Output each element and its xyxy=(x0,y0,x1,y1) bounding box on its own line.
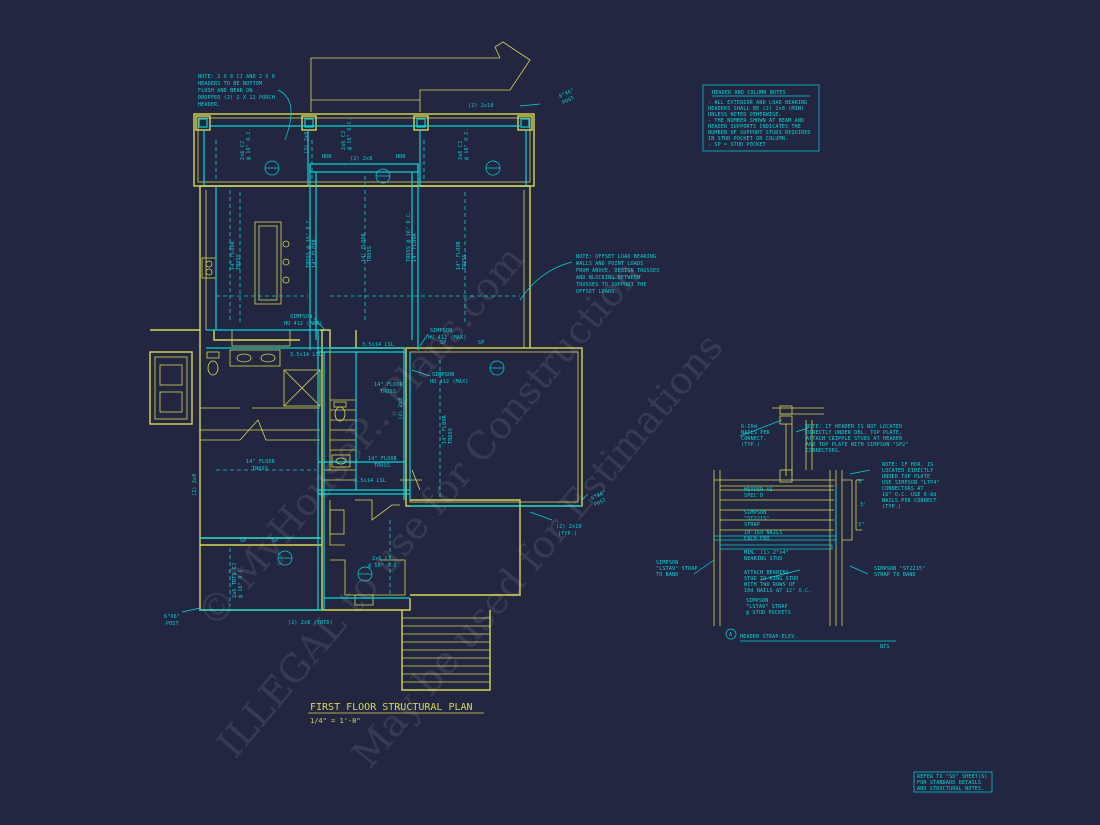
beam-left-label: (2) 2x8 xyxy=(192,474,198,496)
sp-label-4: SP xyxy=(272,538,278,544)
plan-title: FIRST FLOOR STRUCTURAL PLAN xyxy=(310,702,473,713)
section-mark-3[interactable] xyxy=(485,160,501,176)
post-label-top: 6"X6"POST xyxy=(558,88,578,107)
notes-box-lines: - ALL EXTERIOR AND LOAD BEARING HEADERS … xyxy=(708,100,814,148)
main-floor-walls xyxy=(149,185,531,691)
leader-lines xyxy=(181,89,589,613)
cj-label-2: 2x6 CJ@ 16" O.C. xyxy=(341,118,353,150)
truss-label-4: TRUSS @ 16" O.C.14" FLOOR xyxy=(406,211,418,262)
lsl-label-1: 3.5x14 LSL xyxy=(290,352,322,358)
section-mark-5[interactable] xyxy=(277,550,293,566)
svg-text:REFER TO "SD" SHEET(S)FOR STAN: REFER TO "SD" SHEET(S)FOR STANDARD DETAI… xyxy=(917,774,988,792)
plan-scale: 1/4" = 1'-0" xyxy=(310,717,361,725)
plan-title-block: FIRST FLOOR STRUCTURAL PLAN 1/4" = 1'-0" xyxy=(308,702,484,725)
hdr-label-1: HDR xyxy=(322,154,332,160)
beam-bottom-label: (2) 2x8 (TRTD) xyxy=(288,620,333,626)
section-mark-1[interactable] xyxy=(264,160,280,176)
detail-bearing: MIN. (1) 2"x4"BEARING STUD xyxy=(744,550,789,562)
lsl-label-3: 3.5x14 LSL xyxy=(354,478,386,484)
beams-and-trusses xyxy=(200,163,582,611)
refer-box: REFER TO "SD" SHEET(S)FOR STANDARD DETAI… xyxy=(913,771,993,793)
beam-vertical-label: (2) 2x8 xyxy=(398,398,404,420)
truss-label-5: 14" FLOORTRUSS xyxy=(456,240,468,270)
beam-porch-mid: (2) 2x8 xyxy=(350,156,372,162)
section-mark-6[interactable] xyxy=(357,566,373,582)
cj-label-4: 2x6 TRTD CJ@ 16" O.C. xyxy=(232,563,244,598)
sp-label-2: SP xyxy=(478,340,484,346)
detail-title: HEADER STRAP-ELEV. xyxy=(740,634,798,640)
section-mark-4[interactable] xyxy=(489,360,505,376)
truss-label-2: TRUSS @ 16" O.C.14" FLOOR xyxy=(306,217,318,268)
truss-label-9: 14" FLOORTRUSS xyxy=(442,414,454,444)
detail-bubble: A xyxy=(729,632,732,638)
hdr-label-2: HDR xyxy=(396,154,406,160)
svg-text:3": 3" xyxy=(858,479,864,485)
beam-porch-label: (2) 2x8 xyxy=(304,132,310,154)
section-mark-2[interactable] xyxy=(375,168,391,184)
sp-label-3: SP xyxy=(240,538,246,544)
header-column-notes: HEADER AND COLUMN NOTES - ALL EXTERIOR A… xyxy=(702,84,820,152)
beam-right-label: (2) 2x10(TYP.) xyxy=(556,524,582,537)
section-markers xyxy=(264,160,505,582)
truss-label-1: 14" FLOORTRUSS xyxy=(230,240,242,270)
svg-text:3': 3' xyxy=(860,502,866,508)
cj-label-1: 2x6 CJ@ 16" O.C. xyxy=(240,128,252,160)
detail-nts: NTS xyxy=(880,644,890,650)
svg-text:3": 3" xyxy=(858,522,864,528)
detail-st-band: SIMPSON "ST2215"STRAP TO BAND xyxy=(874,566,925,578)
detail-strap-st: SIMPSON"ST2215"STRAP xyxy=(744,510,770,528)
truss-span-arrows xyxy=(215,140,520,606)
truss-label-3: 14" FLOORTRUSS xyxy=(361,232,373,262)
post-label-bottom: 6"X6"POST xyxy=(164,614,180,627)
detail-lstab-right: SIMPSON"LSTA9" STRAP@ STUD POCKETS xyxy=(746,598,791,616)
lsl-label-2: 3.5x14 LSL xyxy=(362,342,394,348)
sp-label-1: SP xyxy=(440,340,446,346)
beam-top-label: (2) 2x10 xyxy=(468,103,494,109)
cj-label-5: 2x6 CJ@ 16" O.C. xyxy=(368,556,400,569)
porch-roof-outline xyxy=(310,41,531,112)
notes-box-title: HEADER AND COLUMN NOTES xyxy=(712,90,786,96)
cj-label-3: 2x6 CJ@ 16" O.C. xyxy=(458,128,470,160)
